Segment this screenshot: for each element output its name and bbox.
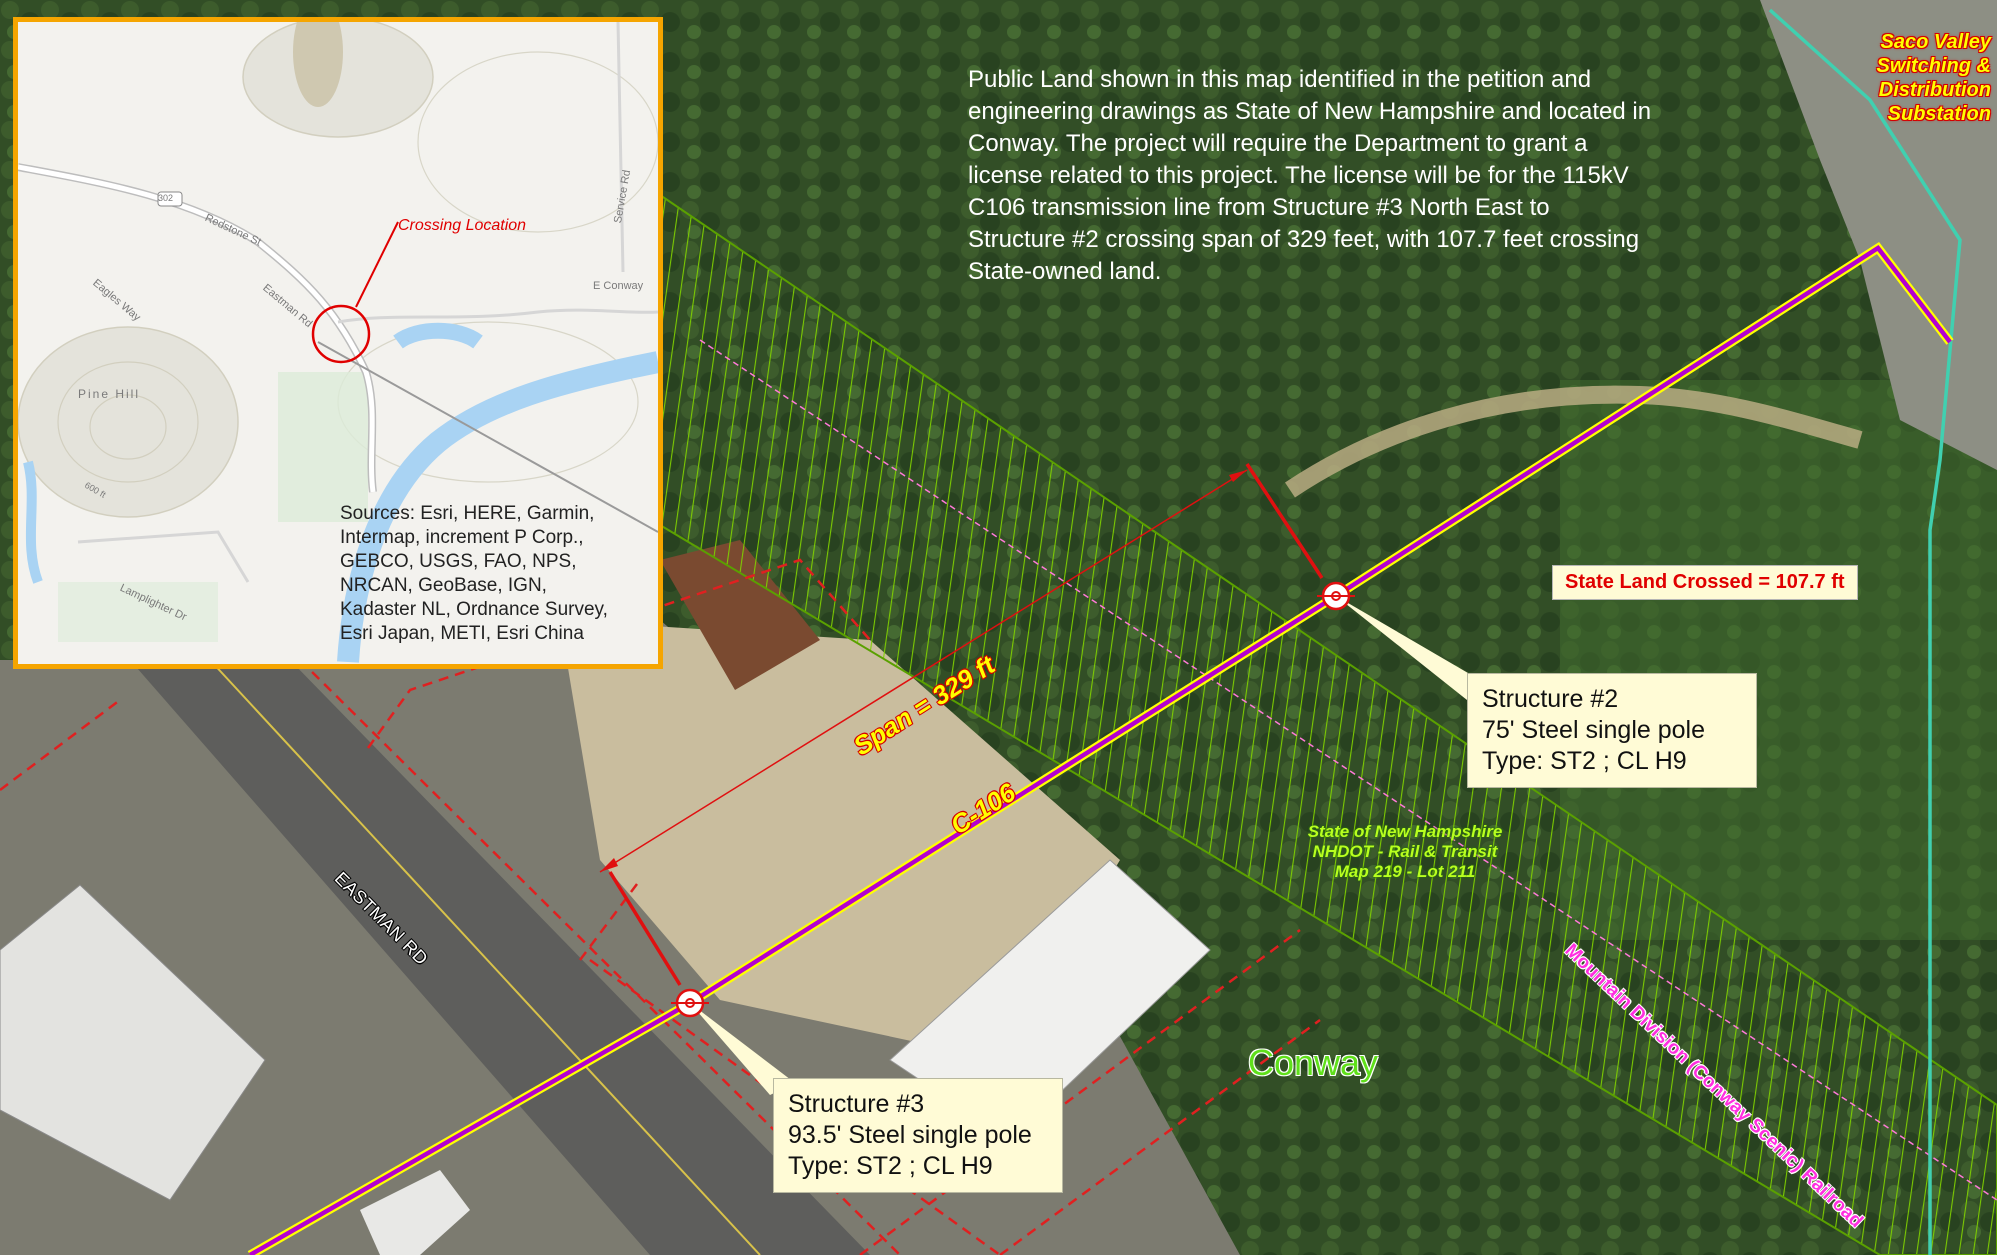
- building-left: [0, 884, 266, 1201]
- sources-line: Intermap, increment P Corp.,: [340, 527, 584, 548]
- sources-line: Esri Japan, METI, Esri China: [340, 623, 584, 644]
- inset-crossing-label: Crossing Location: [398, 217, 527, 234]
- substation-label-line: Saco Valley: [1880, 31, 1991, 53]
- dirt-trail: [1285, 385, 1863, 498]
- structure-2-callout[interactable]: Structure #2 75' Steel single pole Type:…: [1467, 673, 1757, 788]
- description-line: Public Land shown in this map identified…: [968, 66, 1592, 93]
- road-centerline: [209, 659, 761, 1255]
- state-parcel-label: State of New Hampshire NHDOT - Rail & Tr…: [1280, 822, 1530, 882]
- parcel-label-line: Map 219 - Lot 211: [1334, 862, 1476, 881]
- description-line: Structure #2 crossing span of 329 feet, …: [968, 226, 1640, 253]
- sources-line: NRCAN, GeoBase, IGN,: [340, 575, 547, 596]
- inset-basemap: [18, 22, 658, 664]
- substation-label-line: Distribution: [1878, 79, 1991, 101]
- structure-3-title: Structure #3: [788, 1090, 925, 1118]
- substation-label: Saco Valley Switching & Distribution Sub…: [1877, 30, 1991, 126]
- span-extension-st3: [608, 871, 682, 986]
- structure-3-pole: 93.5' Steel single pole: [788, 1121, 1032, 1149]
- inset-label-pine-hill: Pine Hill: [78, 387, 141, 401]
- callout-pointer-st2: [1336, 596, 1480, 700]
- substation-boundary: [1768, 8, 1962, 1255]
- forest-area-right: [1560, 380, 1997, 940]
- span-dimension-line: [599, 469, 1248, 873]
- building-brown: [660, 540, 820, 690]
- inset-locator-map[interactable]: 302 Pine Hill Eagles Way Redstone St Eas…: [13, 17, 663, 669]
- substation-label-line: Substation: [1887, 103, 1991, 125]
- parcel-label-line: NHDOT - Rail & Transit: [1312, 842, 1498, 861]
- span-arrow-end: [1229, 470, 1247, 482]
- structure-2-title: Structure #2: [1482, 685, 1619, 713]
- structure-2-marker[interactable]: [1317, 581, 1355, 611]
- description-line: State-owned land.: [968, 258, 1162, 285]
- span-arrow-start: [600, 858, 618, 872]
- callout-pointer-st3: [690, 1003, 795, 1095]
- structure-3-type: Type: ST2 ; CL H9: [788, 1152, 993, 1180]
- description-line: license related to this project. The lic…: [968, 162, 1629, 189]
- state-land-crossed-label: State Land Crossed = 107.7 ft: [1552, 565, 1858, 600]
- eastman-road: [130, 660, 870, 1255]
- description-line: engineering drawings as State of New Ham…: [968, 98, 1652, 125]
- state-land-parcel: [660, 195, 1997, 1255]
- span-extension-st2: [1245, 463, 1324, 579]
- structure-2-pole: 75' Steel single pole: [1482, 716, 1705, 744]
- structure-3-marker[interactable]: [671, 988, 709, 1018]
- inset-route-label: 302: [158, 193, 174, 203]
- substation-yard: [1760, 0, 1997, 470]
- gravel-lot: [560, 620, 1120, 1060]
- description-line: Conway. The project will require the Dep…: [968, 130, 1588, 157]
- sources-line: Kadaster NL, Ordnance Survey,: [340, 599, 608, 620]
- sources-line: Sources: Esri, HERE, Garmin,: [340, 503, 595, 524]
- map-description: Public Land shown in this map identified…: [968, 64, 1748, 288]
- structure-2-type: Type: ST2 ; CL H9: [1482, 747, 1687, 775]
- description-line: C106 transmission line from Structure #3…: [968, 194, 1550, 221]
- substation-label-line: Switching &: [1876, 55, 1991, 77]
- inset-sources: Sources: Esri, HERE, Garmin, Intermap, i…: [340, 502, 650, 646]
- structure-3-callout[interactable]: Structure #3 93.5' Steel single pole Typ…: [773, 1078, 1063, 1193]
- parcel-label-line: State of New Hampshire: [1307, 822, 1503, 841]
- town-label: Conway: [1248, 1042, 1379, 1083]
- inset-label-e-conway: E Conway: [593, 280, 644, 292]
- building-small: [360, 1170, 470, 1255]
- sources-line: GEBCO, USGS, FAO, NPS,: [340, 551, 577, 572]
